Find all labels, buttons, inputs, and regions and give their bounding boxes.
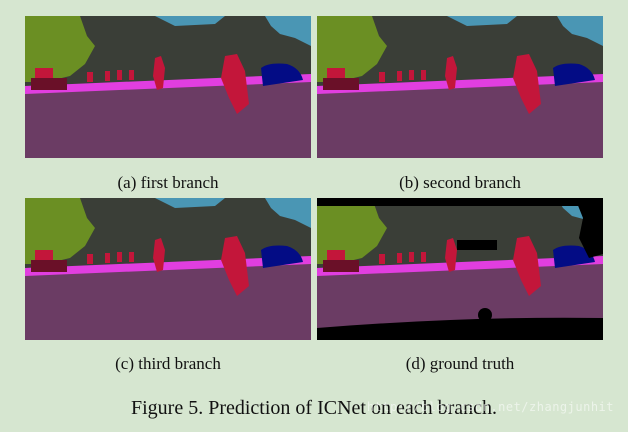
figure-caption: Figure 5. Prediction of ICNet on each br…	[130, 397, 497, 419]
segmentation-image-third-branch	[25, 198, 311, 340]
caption-third-branch: (c) third branch	[115, 354, 221, 373]
panel-ground-truth	[317, 198, 603, 340]
panel-first-branch	[25, 16, 311, 158]
panel-third-branch	[25, 198, 311, 340]
caption-second-branch: (b) second branch	[399, 173, 521, 192]
panel-second-branch	[317, 16, 603, 158]
watermark: http://blog.csdn.net/zhangjunhit	[366, 400, 614, 414]
segmentation-image-second-branch	[317, 16, 603, 158]
segmentation-image-first-branch	[25, 16, 311, 158]
caption-ground-truth: (d) ground truth	[405, 354, 515, 373]
segmentation-image-ground-truth	[317, 198, 603, 340]
caption-first-branch: (a) first branch	[117, 173, 219, 192]
